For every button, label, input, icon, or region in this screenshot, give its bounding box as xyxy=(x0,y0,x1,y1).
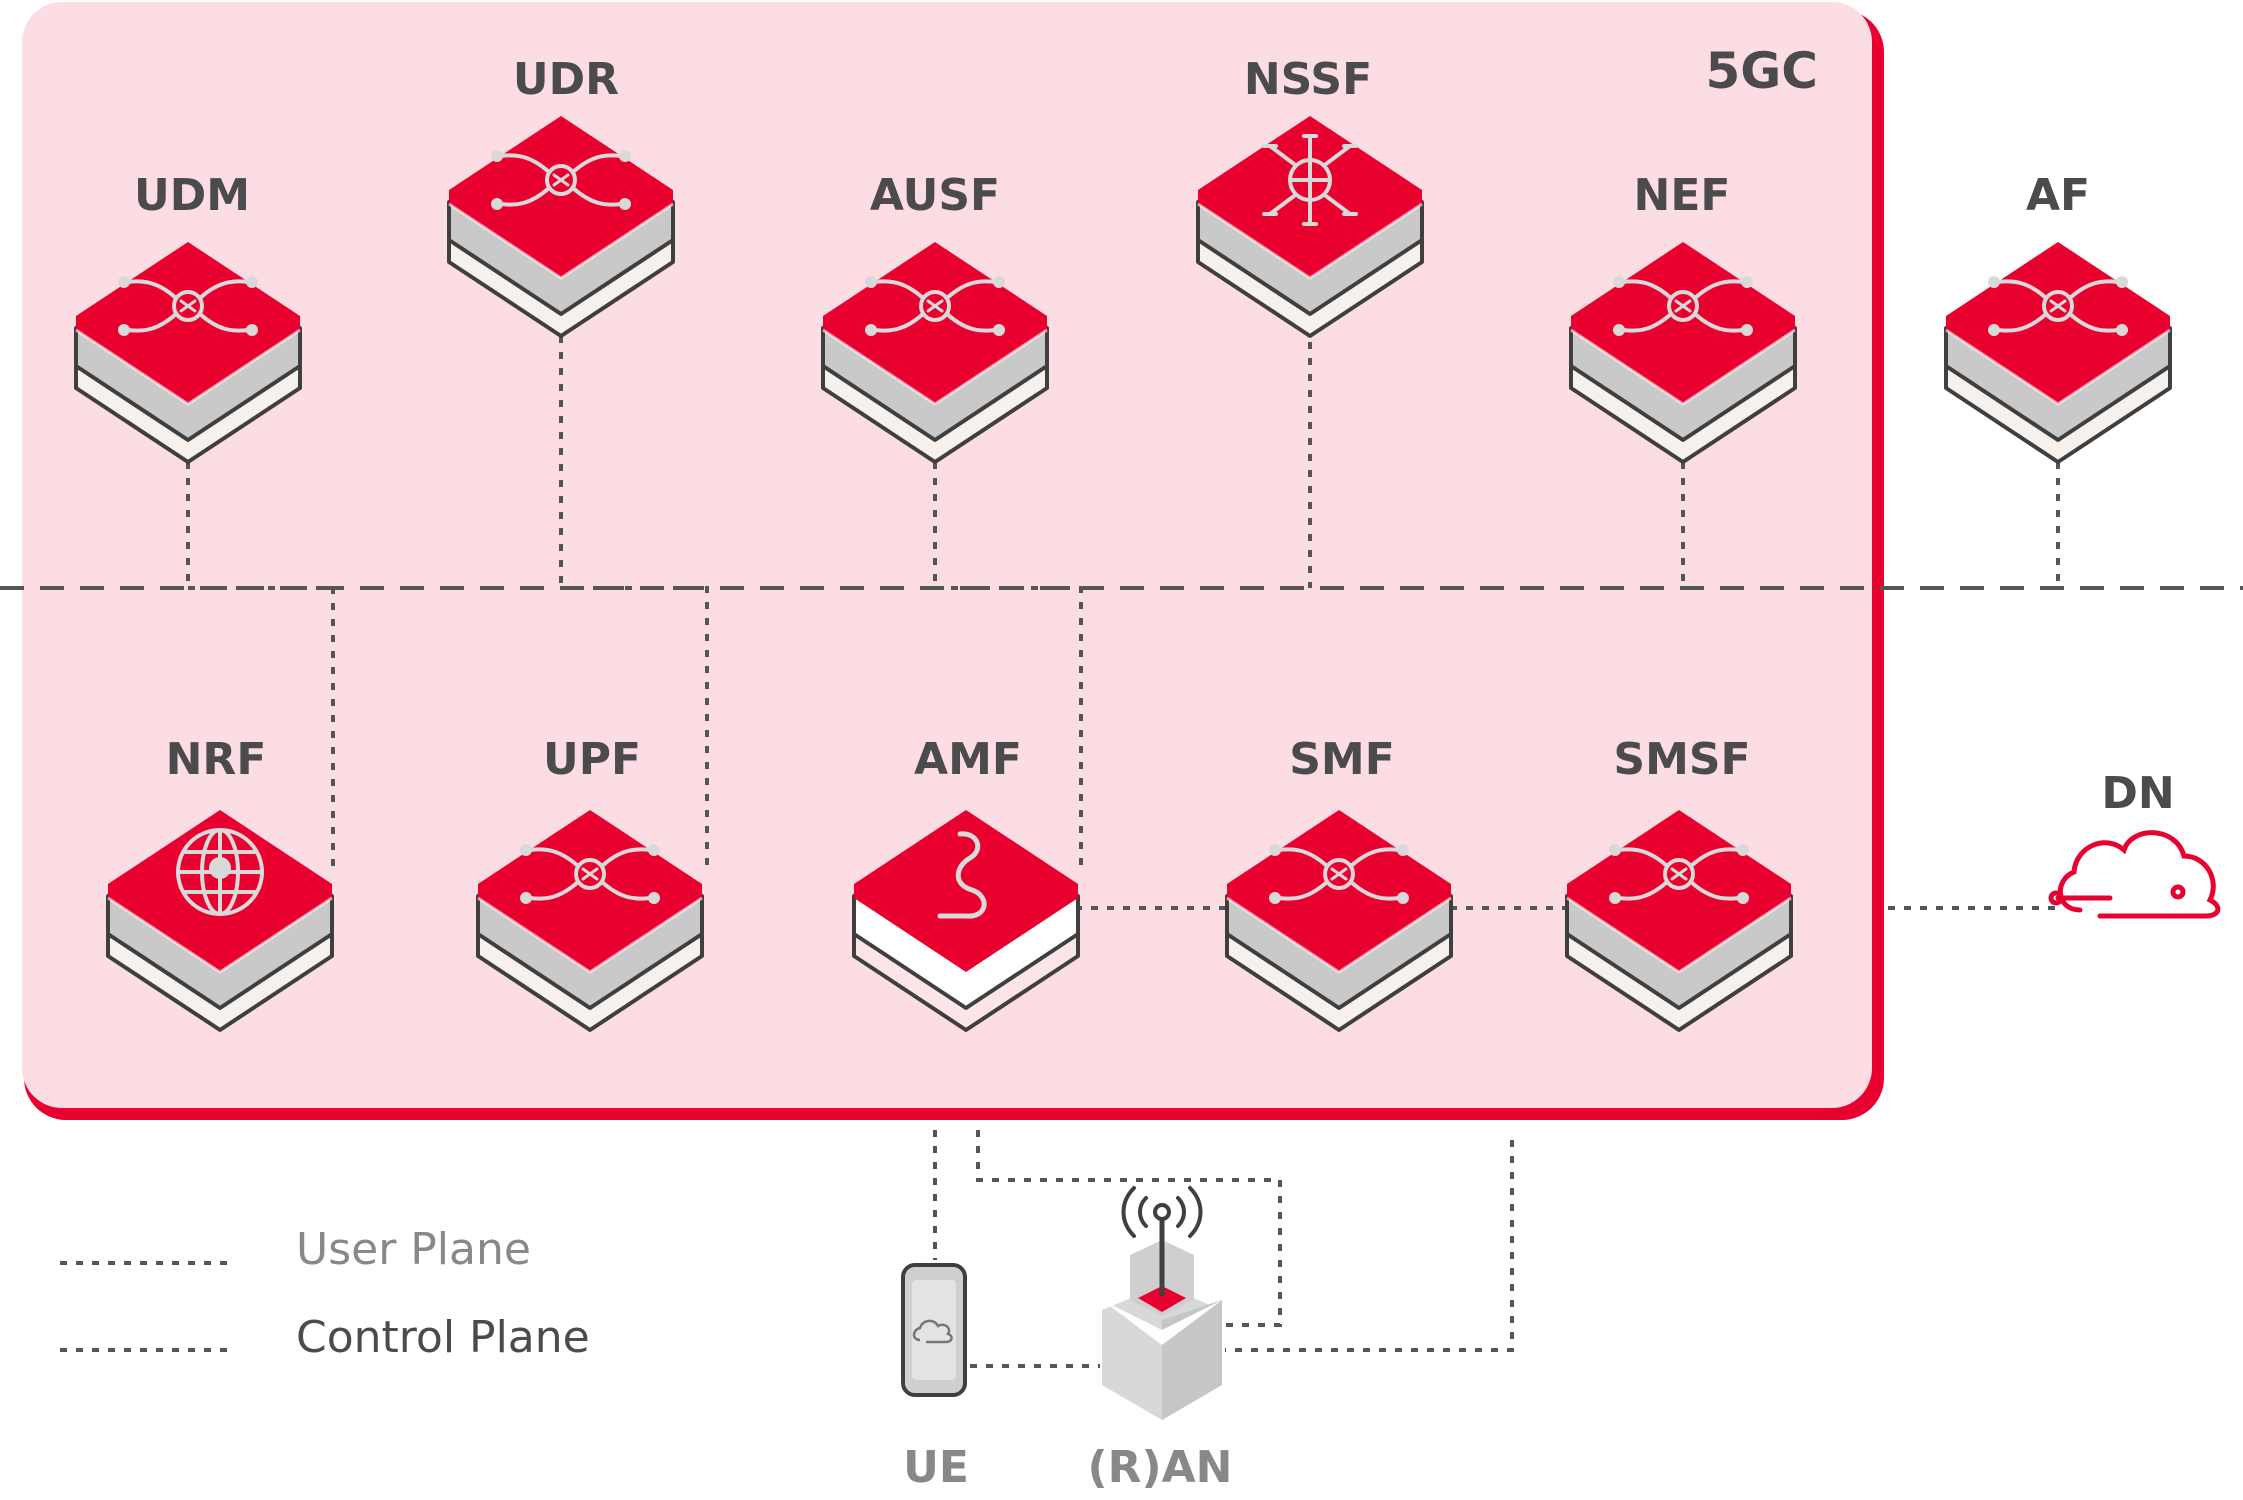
nssf-label: NSSF xyxy=(1244,54,1372,105)
smsf-label: SMSF xyxy=(1613,734,1750,785)
ausf-label: AUSF xyxy=(870,170,1000,221)
ran-label: (R)AN xyxy=(1088,1442,1233,1493)
dn-label: DN xyxy=(2101,768,2174,819)
legend: User Plane Control Plane xyxy=(60,1224,590,1363)
dn-cloud-icon[interactable] xyxy=(2048,830,2221,919)
amf-node[interactable] xyxy=(852,810,1080,1032)
af-node[interactable] xyxy=(1944,240,2172,464)
legend-control-plane-label: Control Plane xyxy=(296,1312,590,1363)
connection-lines xyxy=(0,320,2243,1368)
core-title: 5GC xyxy=(1705,42,1818,100)
ue-phone-icon[interactable] xyxy=(901,1263,967,1397)
udr-label: UDR xyxy=(513,54,619,105)
nef-label: NEF xyxy=(1634,170,1731,221)
smf-label: SMF xyxy=(1289,734,1395,785)
ue-label: UE xyxy=(903,1442,969,1493)
legend-user-plane-label: User Plane xyxy=(296,1224,531,1275)
ran-antenna-icon[interactable] xyxy=(1102,1186,1222,1420)
udm-label: UDM xyxy=(134,170,250,221)
amf-label: AMF xyxy=(914,734,1022,785)
af-label: AF xyxy=(2026,170,2090,221)
nrf-label: NRF xyxy=(166,734,267,785)
upf-label: UPF xyxy=(543,734,641,785)
amf-glyph-icon xyxy=(937,831,987,919)
